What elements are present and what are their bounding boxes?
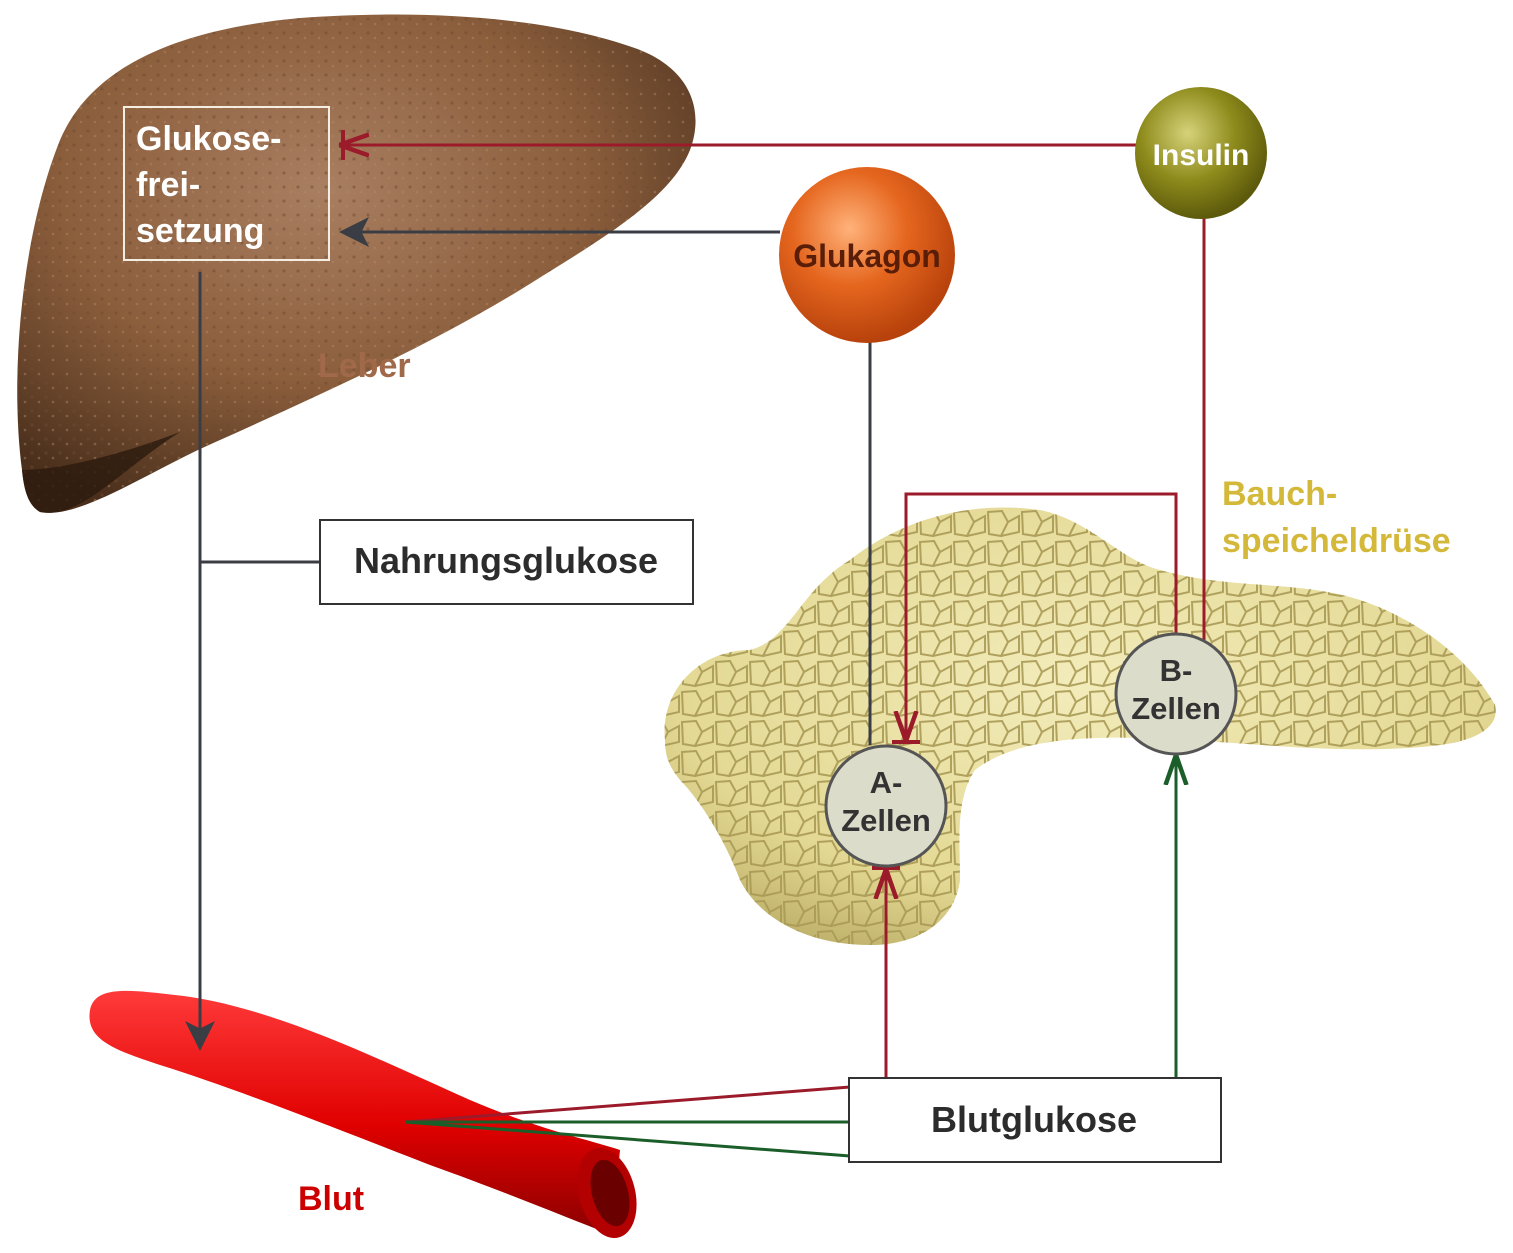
liver-label: Leber [318, 347, 411, 385]
dietary-glucose-box: Nahrungsglukose [320, 520, 693, 604]
pancreas-label-line1: Bauch- [1222, 475, 1337, 513]
blood-vessel [89, 991, 645, 1245]
insulin-label: Insulin [1153, 139, 1250, 172]
glucose-release-line2: frei- [136, 166, 200, 204]
glucose-release-line3: setzung [136, 212, 264, 250]
insulin-sphere: Insulin [1135, 87, 1267, 219]
glucose-release-line1: Glukose- [136, 120, 281, 158]
b-cells-label-line2: Zellen [1131, 691, 1221, 726]
a-cells-label-line2: Zellen [841, 803, 931, 838]
pancreas-label-line2: speicheldrüse [1222, 522, 1451, 560]
a-cells-node: A- Zellen [826, 746, 946, 866]
liver-organ [17, 15, 695, 513]
glucagon-label: Glukagon [793, 238, 941, 274]
b-cells-node: B- Zellen [1116, 634, 1236, 754]
b-cells-label-line1: B- [1160, 653, 1193, 688]
a-cells-label-line1: A- [870, 765, 903, 800]
blood-glucose-label: Blutglukose [931, 1099, 1137, 1140]
blood-glucose-box: Blutglukose [849, 1078, 1221, 1162]
dietary-glucose-label: Nahrungsglukose [354, 540, 658, 581]
blood-label: Blut [298, 1180, 364, 1218]
pancreas-organ [665, 507, 1496, 945]
glucagon-sphere: Glukagon [779, 167, 955, 343]
